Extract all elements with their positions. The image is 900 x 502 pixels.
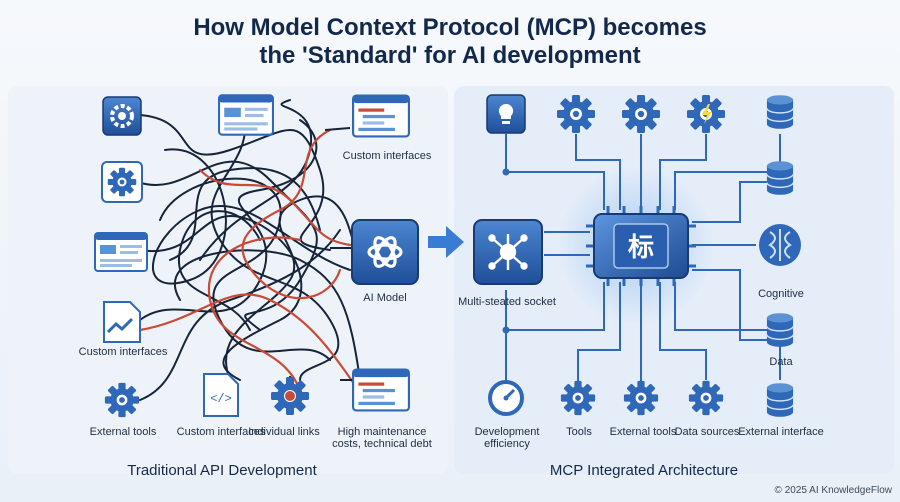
label-tools: Tools (566, 426, 592, 438)
gear-external-tools-right (623, 380, 659, 416)
gear-individual-links (271, 377, 309, 415)
db-middle (766, 160, 794, 196)
label-custom-interfaces-left: Custom interfaces (78, 346, 168, 358)
label-cognitive: Cognitive (758, 288, 804, 300)
title-line-1: How Model Context Protocol (MCP) becomes (193, 14, 707, 41)
title-line-2: the 'Standard' for AI development (259, 42, 641, 69)
spaghetti-tangle (137, 99, 361, 401)
gear-tile-2 (101, 161, 143, 203)
mcp-chip (586, 206, 696, 286)
socket-tile (473, 219, 543, 285)
code-window-bottom (352, 368, 410, 412)
db-data (766, 312, 794, 348)
gear-top-1 (557, 95, 595, 133)
chip-glyph: 标 (628, 233, 654, 263)
window-tile-left (94, 232, 148, 272)
svg-text:</>: </> (210, 392, 232, 406)
gauge-icon (488, 380, 524, 416)
left-section-title: Traditional API Development (127, 462, 317, 479)
label-individual-links: Individual links (248, 426, 320, 438)
label-dev-efficiency: Development efficiency (474, 426, 540, 450)
brain-icon (759, 224, 801, 266)
gear-tile-1 (102, 96, 142, 136)
label-external-tools-left: External tools (89, 426, 157, 438)
right-section-title: MCP Integrated Architecture (549, 462, 739, 479)
copyright: © 2025 AI KnowledgeFlow (774, 485, 892, 496)
label-multi-socket: Multi-steated socket (458, 296, 556, 308)
page-title: How Model Context Protocol (MCP) becomes… (0, 14, 900, 70)
label-ai-model: AI Model (363, 292, 407, 304)
db-external-interface (766, 382, 794, 418)
label-custom-interfaces-top: Custom interfaces (342, 150, 432, 162)
label-data-sources: Data sources (674, 426, 740, 438)
label-high-maintenance: High maintenance costs, technical debt (332, 426, 432, 450)
gear-tools (560, 380, 596, 416)
gear-lightning-icon (687, 95, 725, 133)
ai-model-tile (351, 219, 419, 285)
gear-top-2 (622, 95, 660, 133)
label-external-interface: External interface (738, 426, 824, 438)
label-data: Data (769, 356, 793, 368)
label-custom-interfaces-bottom: Custom interfaces (176, 426, 266, 438)
label-external-tools-right: External tools (609, 426, 677, 438)
file-chart-icon (103, 301, 141, 343)
gear-data-sources (688, 380, 724, 416)
code-window-top (352, 94, 410, 138)
bulb-tile (486, 94, 526, 134)
window-top (218, 94, 274, 136)
ai-logo-icon (367, 236, 403, 268)
right-connectors (502, 134, 784, 382)
arrow-right-icon (428, 226, 464, 258)
gear-external-tools-left (104, 382, 140, 418)
db-top (766, 94, 794, 130)
code-file-icon: </> (203, 373, 239, 417)
